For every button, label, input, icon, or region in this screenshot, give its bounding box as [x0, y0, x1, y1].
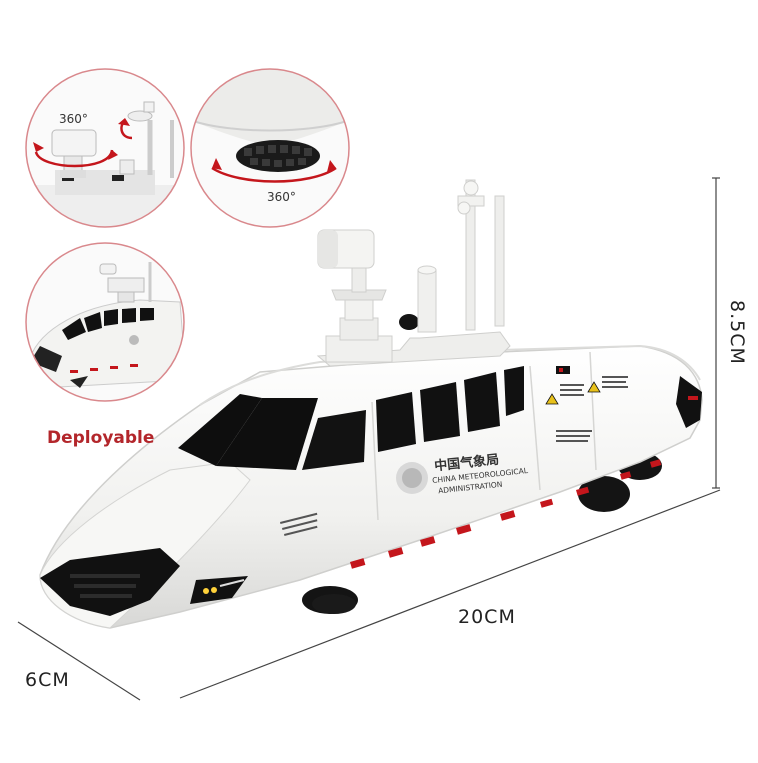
roof-equipment: [316, 179, 511, 367]
detail-circle-sensor: [25, 68, 185, 228]
detail-circle-deployed: [25, 242, 185, 402]
rotation-label-sensor: 360°: [59, 112, 88, 126]
depth-dimension-label: 6CM: [25, 669, 70, 691]
detail-circle-wheel: [190, 68, 350, 228]
dimension-lines: [17, 177, 721, 701]
rotation-label-wheel: 360°: [267, 190, 296, 204]
height-dimension-label: 8.5CM: [726, 300, 748, 365]
width-dimension-label: 20CM: [458, 606, 516, 628]
main-vehicle: [39, 344, 703, 629]
deployable-label: Deployable: [47, 428, 155, 448]
